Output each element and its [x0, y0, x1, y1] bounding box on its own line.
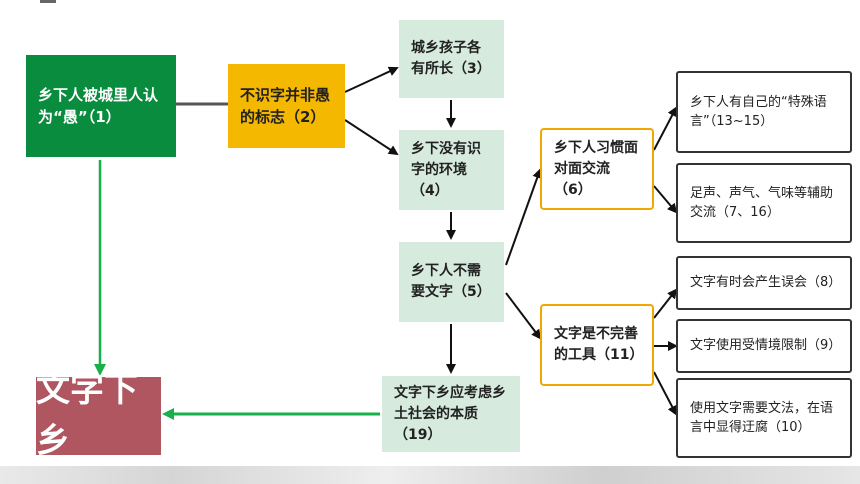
node-r3: 文字有时会产生误会（8） [676, 256, 852, 310]
node-n6: 乡下人习惯面对面交流（6） [540, 128, 654, 210]
node-r5-text: 使用文字需要文法，在语言中显得迂腐（10） [690, 400, 834, 436]
node-n19: 文字下乡应考虑乡土社会的本质（19） [382, 376, 520, 452]
node-title: 文字下乡 [36, 370, 161, 461]
node-n4: 乡下没有识字的环境（4） [399, 130, 504, 210]
arrow-n5-n11 [505, 292, 542, 340]
node-n1-text: 乡下人被城里人认为“愚”（1） [38, 85, 159, 127]
node-n1: 乡下人被城里人认为“愚”（1） [26, 55, 176, 157]
node-n2-text: 不识字并非愚的标志（2） [240, 85, 331, 127]
arrow-n5-n6 [505, 168, 543, 266]
arrow-n6-r2 [653, 185, 678, 214]
footer-landscape-strip [0, 466, 860, 484]
node-r2-text: 足声、声气、气味等辅助交流（7、16） [690, 185, 834, 221]
node-r1: 乡下人有自己的“特殊语言”（13~15） [676, 71, 852, 153]
node-n4-text: 乡下没有识字的环境（4） [411, 140, 481, 199]
node-r1-text: 乡下人有自己的“特殊语言”（13~15） [690, 94, 827, 130]
node-n5-text: 乡下人不需要文字（5） [411, 263, 491, 300]
node-r3-text: 文字有时会产生误会（8） [690, 275, 842, 291]
arrow-n11-r3 [653, 288, 678, 319]
node-n3: 城乡孩子各有所长（3） [399, 20, 504, 98]
node-r5: 使用文字需要文法，在语言中显得迂腐（10） [676, 378, 852, 458]
node-title-text: 文字下乡 [36, 370, 138, 461]
node-n2: 不识字并非愚的标志（2） [228, 64, 345, 148]
node-n11-text: 文字是不完善的工具（11） [554, 326, 644, 363]
top-edge-mark [40, 0, 56, 3]
arrow-n6-r1 [653, 106, 677, 151]
node-n19-text: 文字下乡应考虑乡土社会的本质（19） [394, 384, 506, 443]
node-n5: 乡下人不需要文字（5） [399, 242, 504, 322]
arrow-n2-n4 [344, 119, 399, 156]
node-r4: 文字使用受情境限制（9） [676, 319, 852, 373]
node-n11: 文字是不完善的工具（11） [540, 304, 654, 386]
node-n3-text: 城乡孩子各有所长（3） [411, 40, 491, 77]
arrow-n2-n3 [344, 66, 399, 93]
node-r4-text: 文字使用受情境限制（9） [690, 338, 842, 354]
node-r2: 足声、声气、气味等辅助交流（7、16） [676, 163, 852, 243]
arrow-n11-r5 [653, 371, 677, 416]
node-n6-text: 乡下人习惯面对面交流（6） [554, 139, 638, 198]
